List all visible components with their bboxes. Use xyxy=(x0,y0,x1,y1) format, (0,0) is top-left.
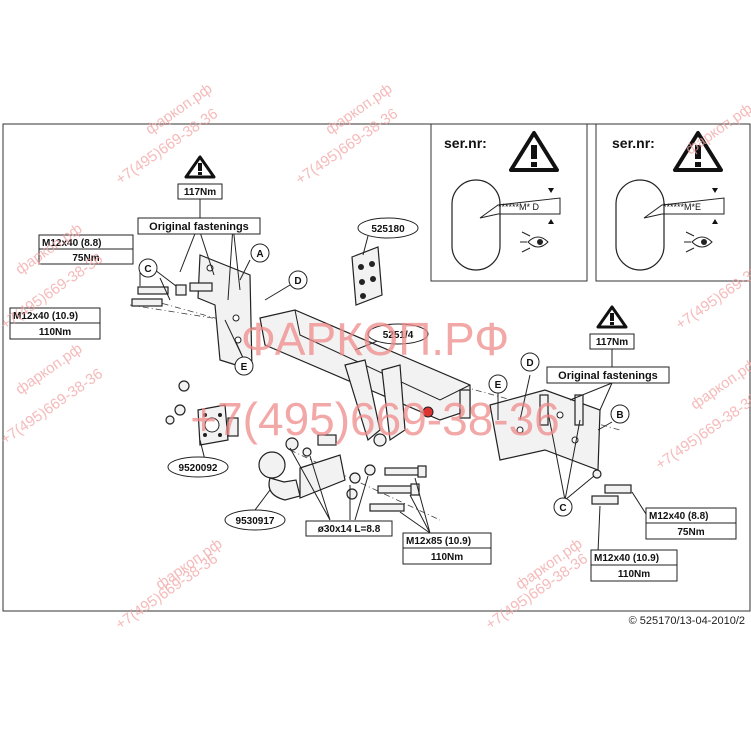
bolt-left-a-torque: 75Nm xyxy=(72,253,99,264)
center-bolts xyxy=(346,464,427,512)
torque-117-right: 117Nm xyxy=(596,337,628,348)
eye-icon xyxy=(684,231,713,253)
orig-fastenings-right: Original fastenings xyxy=(558,370,658,382)
bolt-left-a-size: M12x40 (8.8) xyxy=(42,238,101,249)
letter-e-left: E xyxy=(241,362,248,373)
part-525180: 525180 xyxy=(371,224,405,235)
bolt-right-b-size: M12x40 (10.9) xyxy=(594,553,659,564)
letter-b: B xyxy=(616,410,623,421)
part-oval-5251-4 xyxy=(367,323,429,345)
letter-d-left: D xyxy=(294,276,301,287)
bolt-right-a-torque: 75Nm xyxy=(677,527,704,538)
left-bolts xyxy=(131,282,213,307)
ser-panel-left-title: ser.nr: xyxy=(444,135,487,151)
copyright-text: © 525170/13-04-2010/2 xyxy=(629,615,745,627)
orig-fastenings-box-right xyxy=(546,366,670,384)
part-oval-9520092 xyxy=(167,456,229,478)
part-9530917: 9530917 xyxy=(236,516,275,527)
letter-d-right: D xyxy=(526,358,533,369)
eye-icon xyxy=(520,231,549,253)
letter-a: A xyxy=(256,249,263,260)
watermark-phone: +7(495)669-38-36 xyxy=(190,393,560,445)
callout-letters: A C D E D E B C xyxy=(138,243,630,517)
warning-icon xyxy=(509,131,559,172)
socket-plate-9520092 xyxy=(165,380,239,446)
ser-plate-right: ******M*E xyxy=(663,202,701,212)
spacer-label: ø30x14 L=8.8 xyxy=(318,524,381,535)
ser-panel-left: ser.nr: ******M* D xyxy=(430,123,588,282)
part-5251-4: 5251/4 xyxy=(383,330,414,341)
watermark-phone-small-4: +7(495)669-38-36 xyxy=(0,365,106,448)
part-9520092: 9520092 xyxy=(179,463,218,474)
ser-panel-right: ser.nr: ******M*E xyxy=(595,123,751,282)
orig-fastenings-left: Original fastenings xyxy=(149,221,249,233)
towball-9530917 xyxy=(258,434,346,501)
right-bracket xyxy=(489,389,601,471)
letter-c-right: C xyxy=(559,503,566,514)
axis-line-left xyxy=(129,304,226,321)
warning-icon xyxy=(184,155,216,179)
crossbar-5251-4 xyxy=(259,309,471,447)
ser-panel-right-title: ser.nr: xyxy=(612,135,655,151)
bolt-left-b-size: M12x40 (10.9) xyxy=(13,311,78,322)
bolt-right-b-torque: 110Nm xyxy=(618,569,650,580)
leader-lines xyxy=(139,225,647,553)
diagram-frame xyxy=(2,123,751,612)
bolt-center-size: M12x85 (10.9) xyxy=(406,536,471,547)
letter-c-left: C xyxy=(144,264,151,275)
torque-117-left: 117Nm xyxy=(184,187,216,198)
orig-fastenings-box-left xyxy=(137,217,261,235)
warning-icon xyxy=(596,305,628,329)
part-oval-9530917 xyxy=(224,509,286,531)
watermark-site: ФАРКОП.РФ xyxy=(241,313,509,365)
letter-e-right: E xyxy=(495,380,502,391)
bolt-left-b-torque: 110Nm xyxy=(39,327,71,338)
bolt-center-torque: 110Nm xyxy=(431,552,463,563)
warning-icon xyxy=(673,131,723,172)
part-oval-525180 xyxy=(357,217,419,239)
right-bolts xyxy=(591,469,632,505)
spacer-box xyxy=(305,520,393,537)
ser-plate-left: ******M* D xyxy=(498,202,540,212)
bolt-right-a-size: M12x40 (8.8) xyxy=(649,511,708,522)
bracket-525180 xyxy=(351,246,383,306)
